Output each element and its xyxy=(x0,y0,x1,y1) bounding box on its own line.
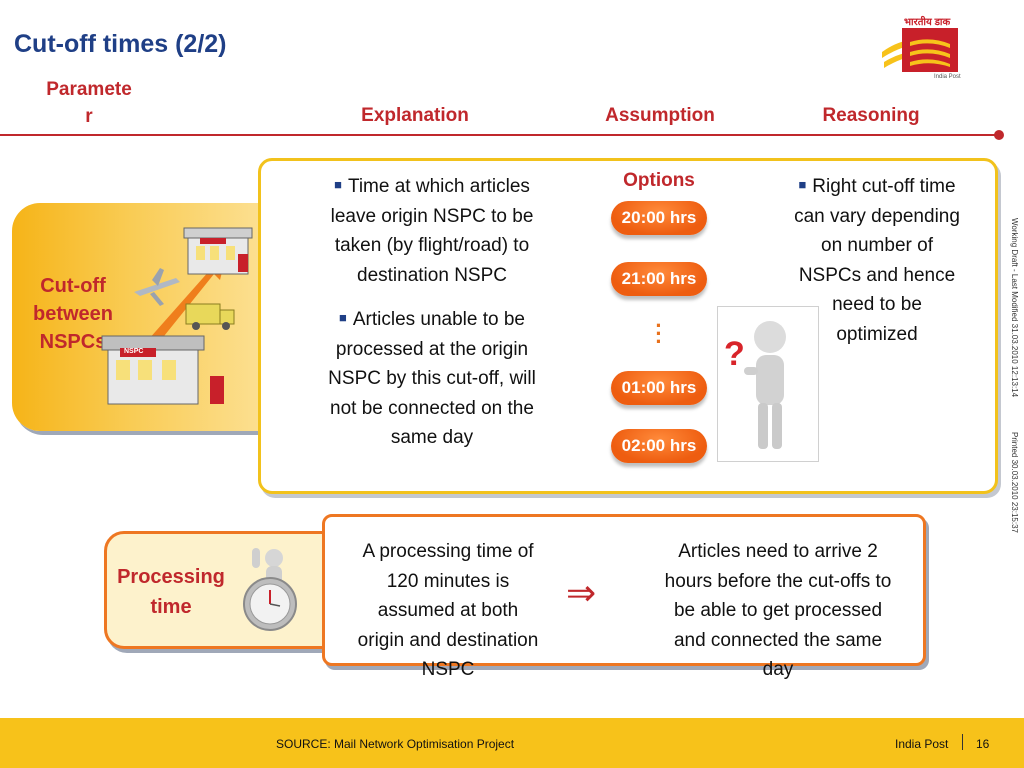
footer-page-number: 16 xyxy=(976,737,990,751)
header-assumption: Assumption xyxy=(605,105,715,126)
header-parameter: Paramete r xyxy=(30,76,148,130)
header-divider xyxy=(0,134,1000,136)
processing-assumption-text: A processing time of 120 minutes is assume… xyxy=(334,537,562,685)
processing-assumption-line: A processing time of xyxy=(362,541,534,562)
explanation-bullet-1-line: taken (by flight/road) to xyxy=(334,235,530,256)
reasoning-bullet-line: need to be xyxy=(832,294,922,315)
working-draft-text: Working Draft - Last Modified 31.03.2010… xyxy=(1010,218,1019,398)
logo-hindi-text: भारतीय डाक xyxy=(904,17,951,28)
explanation-bullet-1-line: destination NSPC xyxy=(357,264,507,286)
nspc-sign-text: NSPC xyxy=(124,348,144,355)
header-explanation: Explanation xyxy=(361,105,469,126)
processing-label-line1: Processing xyxy=(117,566,225,588)
processing-assumption-line: 120 minutes is xyxy=(386,570,510,592)
explanation-bullet-2-line: ■Articles unable to be xyxy=(338,309,526,330)
india-post-logo: भारतीय डाक India Post xyxy=(880,12,990,84)
svg-text:?: ? xyxy=(724,335,745,373)
footer-separator xyxy=(962,734,963,750)
processing-parameter-label: Processing time xyxy=(110,562,232,622)
implies-arrow-icon: ⇒ xyxy=(566,572,597,613)
options-title: Options xyxy=(623,170,695,191)
bullet-square-icon: ■ xyxy=(798,177,807,192)
question-figure-graphic: ? xyxy=(724,321,786,449)
reasoning-bullet-line: ■Right cut-off time xyxy=(798,176,956,197)
option-pill-1: 20:00 hrs xyxy=(611,201,707,235)
explanation-bullet-2-line: processed at the origin xyxy=(335,338,529,360)
processing-reasoning-line: day xyxy=(762,659,794,680)
footer-source: SOURCE: Mail Network Optimisation Projec… xyxy=(276,737,515,751)
processing-reasoning-line: and connected the same xyxy=(673,629,883,651)
reasoning-bullet-line: can vary depending xyxy=(794,205,960,227)
processing-assumption-line: assumed at both xyxy=(377,600,519,621)
processing-assumption-line: NSPC xyxy=(421,659,475,680)
header-parameter-line1: Paramete xyxy=(46,79,132,100)
bullet-square-icon: ■ xyxy=(338,310,347,325)
stopwatch-icon xyxy=(238,544,304,636)
printed-text: Printed 30.03.2010 23:15:37 xyxy=(1010,432,1019,533)
reasoning-bullet-line: NSPCs and hence xyxy=(798,264,956,286)
processing-reasoning-line: hours before the cut-offs to xyxy=(664,570,892,592)
footer-bar xyxy=(0,718,1024,768)
explanation-bullet-2-line: not be connected on the xyxy=(330,397,534,419)
stopwatch-graphic xyxy=(243,548,297,631)
explanation-bullet-1-line: leave origin NSPC to be xyxy=(330,205,534,227)
nspc-transport-illustration: NSPC xyxy=(100,220,270,420)
page-title: Cut-off times (2/2) xyxy=(14,30,227,58)
options-ellipsis: ··· xyxy=(655,313,663,354)
cutoff-label-line1: Cut-off xyxy=(40,275,106,297)
processing-reasoning-text: Articles need to arrive 2 hours before th… xyxy=(634,537,922,685)
cutoff-parameter-label: Cut-off between NSPCs xyxy=(18,272,128,356)
explanation-bullet-1-line: ■Time at which articles xyxy=(334,176,530,197)
processing-details-box xyxy=(322,514,926,666)
explanation-bullet-2: ■Articles unable to be processed at the o… xyxy=(292,303,572,453)
option-pill-3: 01:00 hrs xyxy=(611,371,707,405)
reasoning-bullet: ■Right cut-off time can vary depending on … xyxy=(766,170,988,349)
reasoning-bullet-line: on number of xyxy=(821,235,933,256)
nspc-illustration-graphic xyxy=(101,227,253,405)
explanation-bullet-1: ■Time at which articles leave origin NSPC… xyxy=(292,170,572,290)
explanation-bullet-2-line: same day xyxy=(390,427,474,448)
header-divider-dot xyxy=(994,130,1004,140)
option-pill-2: 21:00 hrs xyxy=(611,262,707,296)
header-reasoning: Reasoning xyxy=(822,105,920,126)
processing-assumption-line: origin and destination xyxy=(357,629,539,651)
logo-name-text: India Post xyxy=(934,74,961,80)
india-post-logo-graphic xyxy=(882,28,958,72)
option-pill-4: 02:00 hrs xyxy=(611,429,707,463)
explanation-bullet-2-line: NSPC by this cut-off, will xyxy=(328,368,536,389)
cutoff-label-line3: NSPCs xyxy=(39,331,107,353)
header-parameter-line2: r xyxy=(85,106,93,127)
reasoning-bullet-line: optimized xyxy=(836,323,918,345)
footer-org: India Post xyxy=(895,737,949,751)
processing-parameter-box xyxy=(104,531,344,649)
processing-reasoning-line: Articles need to arrive 2 xyxy=(678,541,878,562)
processing-reasoning-line: be able to get processed xyxy=(673,600,883,621)
cutoff-label-line2: between xyxy=(32,303,114,325)
bullet-square-icon: ■ xyxy=(334,177,342,192)
processing-label-line2: time xyxy=(150,596,192,618)
question-figure-image: ? xyxy=(717,306,819,462)
